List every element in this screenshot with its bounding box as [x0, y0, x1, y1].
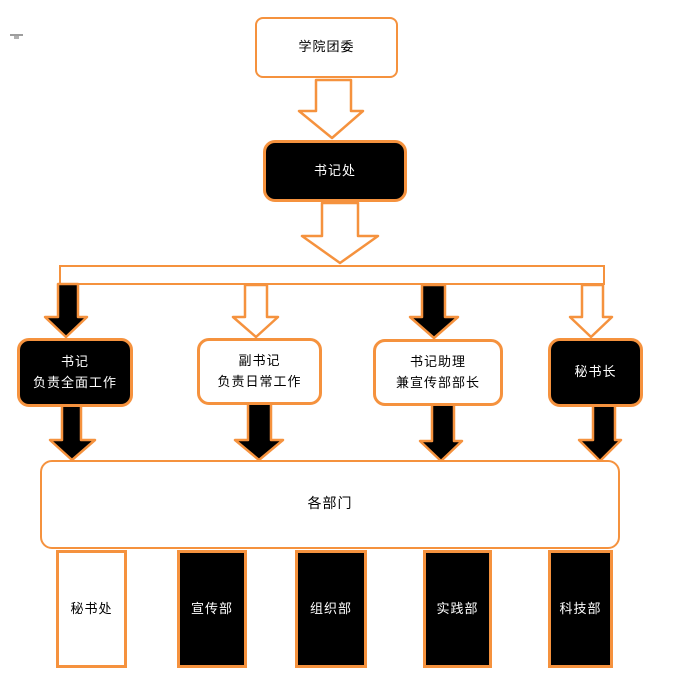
node-dept-secretariat-office: 秘书处: [56, 550, 127, 668]
node-label: 实践部: [436, 601, 479, 617]
node-label-line2: 负责全面工作: [32, 375, 117, 391]
node-departments-container: 各部门: [40, 460, 620, 549]
distribution-bar: [59, 265, 605, 285]
down-arrow-bar-to-leader-3: [408, 283, 460, 340]
down-arrow-leader-3-to-departments: [418, 402, 464, 463]
node-deputy-secretary: 副书记 负责日常工作: [197, 338, 322, 405]
node-label-line1: 秘书长: [574, 365, 617, 380]
down-arrow-leader-2-to-departments: [233, 401, 285, 462]
node-secretary-assistant: 书记助理 兼宣传部部长: [373, 339, 503, 406]
down-arrow-leader-4-to-departments: [577, 403, 623, 463]
node-label-line1: 书记: [60, 354, 89, 370]
down-arrow-leader-1-to-departments: [48, 403, 97, 462]
node-label-line2: 兼宣传部部长: [395, 375, 480, 391]
down-arrow-root-to-secretariat: [297, 78, 365, 140]
node-label: 组织部: [309, 601, 352, 617]
node-secretariat: 书记处: [263, 140, 407, 202]
node-label: 各部门: [307, 496, 353, 512]
down-arrow-secretariat-to-bar: [300, 201, 380, 265]
node-label: 科技部: [559, 601, 602, 617]
node-label-line1: 书记助理: [409, 354, 466, 370]
down-arrow-bar-to-leader-2: [231, 283, 280, 339]
node-secretary: 书记 负责全面工作: [17, 338, 133, 407]
node-dept-organization: 组织部: [295, 550, 367, 668]
node-secretary-general: 秘书长: [548, 338, 643, 407]
down-arrow-bar-to-leader-1: [43, 282, 89, 339]
node-label: 学院团委: [298, 40, 355, 55]
node-dept-practice: 实践部: [423, 550, 492, 668]
node-label: 宣传部: [190, 601, 233, 617]
node-dept-science-tech: 科技部: [548, 550, 613, 668]
node-college-youth-league: 学院团委: [255, 17, 398, 78]
node-label-line1: 副书记: [238, 353, 281, 369]
artifact-bar: [10, 34, 23, 36]
node-dept-publicity: 宣传部: [177, 550, 247, 668]
page-artifact-mark: [10, 34, 23, 39]
node-label: 书记处: [313, 163, 356, 179]
node-label-line2: 负责日常工作: [217, 374, 302, 390]
artifact-stub: [14, 36, 19, 39]
node-label: 秘书处: [70, 601, 113, 617]
down-arrow-bar-to-leader-4: [568, 283, 614, 339]
